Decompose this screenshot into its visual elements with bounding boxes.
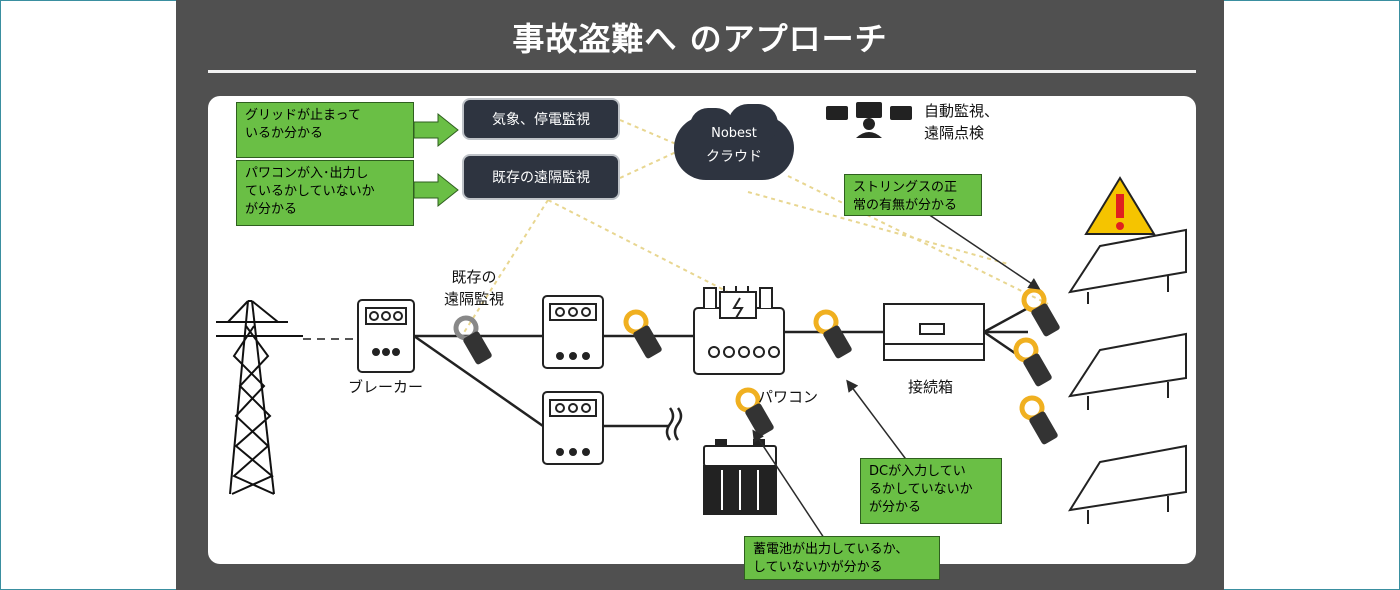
clamp-meter-icon bbox=[1013, 337, 1052, 387]
junction-box-icon bbox=[883, 303, 985, 361]
warning-icon bbox=[1084, 176, 1156, 235]
green-arrows bbox=[413, 112, 459, 208]
callout-dc-input: DCが入力してい るかしていないか が分かる bbox=[860, 458, 1002, 524]
battery-icon bbox=[703, 439, 777, 515]
auto-monitoring-label: 自動監視、 遠隔点検 bbox=[924, 102, 1000, 142]
monitoring-operator-icon bbox=[826, 102, 912, 138]
slide: 事故盗難へ のアプローチ bbox=[176, 0, 1224, 590]
cloud-puff bbox=[728, 104, 778, 144]
meter-icon bbox=[542, 295, 604, 369]
dotted-links bbox=[462, 119, 1049, 335]
existing-remote-monitor-box: 既存の遠隔監視 bbox=[462, 154, 620, 200]
breaker-icon bbox=[357, 299, 415, 373]
pointer-arrows bbox=[752, 213, 1041, 545]
clamp-meter-icon bbox=[1019, 395, 1058, 445]
callout-battery-output: 蓄電池が出力しているか、 していないかが分かる bbox=[744, 536, 940, 580]
cloud-label-brand: Nobest bbox=[711, 126, 757, 141]
breaker-label: ブレーカー bbox=[348, 378, 424, 396]
clamp-meter-icon bbox=[453, 315, 492, 365]
slide-title: 事故盗難へ のアプローチ bbox=[512, 20, 888, 58]
callout-pcs-io: パワコンが入･出力し ているかしていないか が分かる bbox=[236, 160, 414, 226]
diagram-graphics bbox=[216, 102, 1187, 545]
existing-monitor-label: 既存の 遠隔監視 bbox=[444, 268, 505, 308]
solar-panel-icon bbox=[1067, 444, 1187, 524]
clamp-meter-icon bbox=[623, 309, 662, 359]
power-conditioner-icon bbox=[693, 286, 785, 375]
solar-panel-icon bbox=[1067, 332, 1187, 410]
junction-box-label: 接続箱 bbox=[908, 378, 954, 396]
clamp-meter-icon bbox=[813, 309, 852, 359]
clamp-meter-icon bbox=[735, 387, 774, 437]
title-divider bbox=[208, 70, 1196, 73]
clamp-meter-icon bbox=[1021, 287, 1060, 337]
weather-outage-monitor-box: 気象、停電監視 bbox=[462, 98, 620, 140]
diagram-panel: グリッドが止まって いるか分かる パワコンが入･出力し ているかしていないか が… bbox=[208, 96, 1196, 580]
transmission-tower-icon bbox=[216, 300, 303, 495]
meter-icon-lower bbox=[542, 391, 604, 465]
cloud-label: クラウド bbox=[706, 149, 762, 165]
callout-strings: ストリングスの正 常の有無が分かる bbox=[844, 174, 982, 216]
power-conditioner-label: パワコン bbox=[758, 388, 819, 406]
cloud-puff bbox=[690, 108, 734, 144]
solar-panel-icon bbox=[1067, 228, 1187, 304]
callout-grid-status: グリッドが止まって いるか分かる bbox=[236, 102, 414, 158]
